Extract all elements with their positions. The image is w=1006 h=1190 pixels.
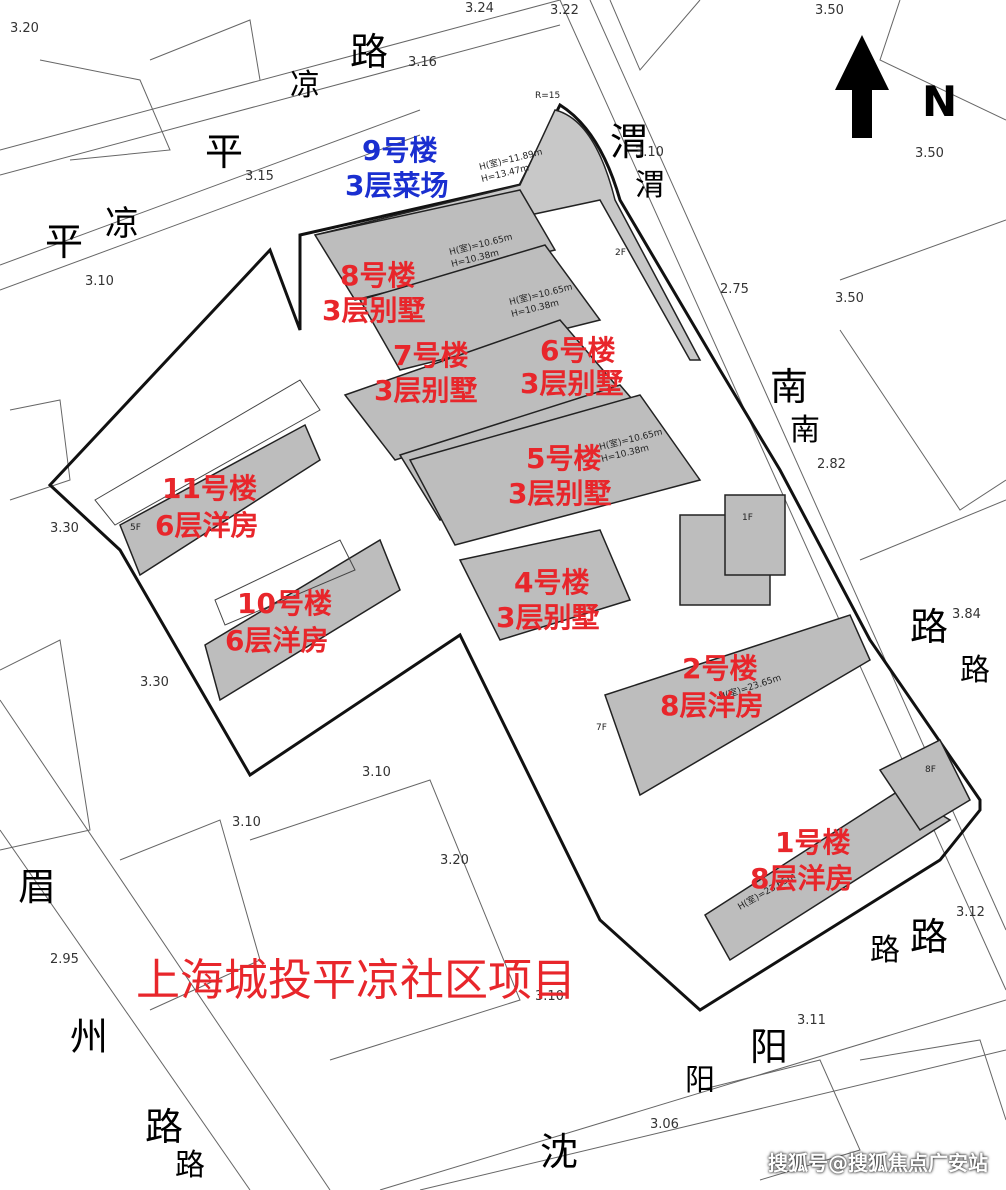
road-char: 路 [175,1148,205,1183]
building-9-number: 9号楼 [362,134,437,167]
road-char: 路 [960,653,990,688]
road-char: 眉 [18,865,56,909]
elevation: 3.06 [650,1117,679,1132]
elevation: 3.84 [952,607,981,622]
building-1-desc: 8层洋房 [750,862,853,895]
elevation: 3.20 [440,853,469,868]
elevation: 3.50 [815,3,844,18]
elevation: 3.20 [10,21,39,36]
floor-label: 5F [130,523,141,533]
source-watermark: 搜狐号@搜狐焦点广安站 [768,1151,988,1175]
road-char: 阳 [685,1063,715,1098]
elevation: 2.82 [817,457,846,472]
buildings [119,189,971,962]
building-10-desc: 6层洋房 [225,624,328,657]
building-4-desc: 3层别墅 [496,601,599,634]
road-char: 路 [910,915,948,959]
road-char: 南 [770,365,808,409]
north-arrow: N [835,35,957,138]
elevation: 3.22 [550,3,579,18]
floor-label: 7F [596,723,607,733]
building-2-number: 2号楼 [682,652,757,685]
site-boundary [47,102,982,1012]
elevation: 3.10 [362,765,391,780]
elevation: 3.50 [835,291,864,306]
road-char: 南 [790,413,820,448]
building-7-desc: 3层别墅 [374,374,477,407]
building-9-desc: 3层菜场 [345,169,448,202]
building-10 [204,538,401,702]
building-8-desc: 3层别墅 [322,294,425,327]
elevation: 3.24 [465,1,494,16]
elevation: 3.12 [956,905,985,920]
building-2-desc: 8层洋房 [660,689,763,722]
building-7-number: 7号楼 [393,339,468,372]
building-3b [724,494,786,576]
road-char: 凉 [105,204,139,244]
building-1 [704,789,952,962]
floor-label: 1F [742,513,753,523]
elevation: 3.30 [140,675,169,690]
building-1-annex [878,738,971,832]
project-title: 上海城投平凉社区项目 [136,955,576,1006]
elevation: 2.95 [50,952,79,967]
building-labels: 9号楼 3层菜场 8号楼 3层别墅 7号楼 3层别墅 6号楼 3层别墅 5号楼 … [155,134,853,895]
elevation: 3.30 [50,521,79,536]
north-arrow-icon [835,35,889,138]
radius-label: R=15 [535,91,560,101]
building-9 [313,189,557,301]
elevation: 3.10 [232,815,261,830]
elevation: 2.75 [720,282,749,297]
road-char: 路 [350,30,388,74]
building-11 [119,423,321,577]
road-char: 路 [145,1105,183,1149]
elevation: 3.50 [915,146,944,161]
floor-label: 8F [925,765,936,775]
road-char: 路 [870,933,900,968]
road-char: 沈 [540,1130,578,1174]
building-5-desc: 3层别墅 [508,477,611,510]
building-10-number: 10号楼 [237,587,332,620]
road-char: 阳 [750,1025,788,1069]
building-4-number: 4号楼 [514,566,589,599]
elevations: 3.20 3.16 3.15 3.10 3.24 3.22 3.50 3.50 … [10,1,985,1132]
elevation: 3.10 [635,145,664,160]
building-8-number: 8号楼 [340,259,415,292]
elevation: 3.16 [408,55,437,70]
building-11-desc: 6层洋房 [155,509,258,542]
building-6-desc: 3层别墅 [520,367,623,400]
elevation: 3.15 [245,169,274,184]
road-char: 路 [910,605,948,649]
road-labels: 平 凉 平 凉 路 凉 路 渭 渭 南 南 路 路 眉 州 路 州 路 沈 阳 … [18,30,990,1183]
site-fill [314,109,702,361]
road-char: 渭 [635,168,665,203]
building-2 [604,614,871,797]
building-6-number: 6号楼 [540,334,615,367]
road-char: 州 [70,1015,108,1059]
road-char: 平 [45,220,83,264]
building-11-number: 11号楼 [162,472,257,505]
elevation: 3.10 [535,989,564,1004]
building-5 [408,394,702,546]
road-char: 渭 [610,120,648,164]
elevation: 3.11 [797,1013,826,1028]
building-4 [458,529,632,641]
road-char: 凉 [290,68,320,103]
building-1-number: 1号楼 [775,826,850,859]
north-label: N [922,77,957,126]
hatched-areas [94,379,356,626]
building-8 [358,244,602,371]
road-char: 平 [205,130,243,174]
floor-label: 2F [615,248,626,258]
elevation: 3.10 [85,274,114,289]
building-5-number: 5号楼 [526,442,601,475]
